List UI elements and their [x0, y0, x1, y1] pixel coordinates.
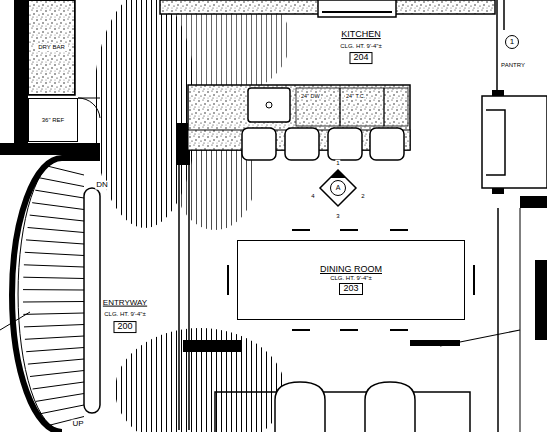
callout-number: 1: [335, 160, 340, 167]
stair-treads: [23, 165, 84, 426]
door-swing: [78, 98, 100, 118]
node-text: 36" REF: [42, 117, 64, 124]
node-text: DRY BAR: [36, 44, 68, 51]
room-number-box: 200: [113, 321, 136, 333]
node-text: 200: [117, 322, 132, 332]
chair: [228, 230, 474, 330]
counter: [28, 0, 75, 95]
sink: [248, 88, 290, 122]
stair-direction: DN: [95, 181, 109, 190]
node-text: 204: [353, 53, 368, 63]
room-name: ENTRYWAY: [102, 299, 148, 308]
node-text: 203: [343, 284, 358, 294]
window-bay: [482, 96, 547, 188]
node-text: 24" DW: [300, 93, 321, 99]
dining-table: DINING ROOMCLG. HT. 9'-4"± 203: [237, 240, 465, 320]
range: [318, 0, 396, 17]
room-name: PANTRY: [500, 62, 526, 69]
stair-direction: UP: [71, 420, 84, 429]
callout-number: 2: [360, 193, 365, 200]
section-circle: A: [330, 180, 346, 196]
node-text: CLG. HT. 9'-4"±: [330, 275, 372, 282]
light-hatching: [93, 0, 290, 432]
seating: [215, 392, 470, 432]
callout-circle: 1: [505, 35, 519, 49]
counter-box: DRY BAR: [28, 0, 75, 95]
ceiling-height: CLG. HT. 9'-4"±: [339, 43, 383, 50]
room-number-box: 204: [349, 52, 372, 64]
node-text: A: [336, 184, 341, 192]
node-text: 24" T.C.: [345, 93, 366, 99]
appliance-box: 36" REF: [28, 98, 78, 142]
node-text: 1: [510, 38, 514, 47]
wall: [0, 0, 547, 352]
stair-rail: [84, 188, 100, 413]
stair-wall: [12, 158, 100, 432]
callout-number: 4: [310, 193, 315, 200]
island-counter: 24" DW 24" T.C.: [188, 85, 410, 130]
room-number-box: 203: [339, 283, 362, 295]
ceiling-height: CLG. HT. 9'-4"±: [103, 311, 147, 318]
node-text: DINING ROOM: [320, 265, 382, 275]
stool: [242, 128, 404, 160]
section-marker: [320, 170, 356, 206]
callout-number: 3: [335, 213, 340, 220]
room-name: KITCHEN: [340, 30, 382, 40]
